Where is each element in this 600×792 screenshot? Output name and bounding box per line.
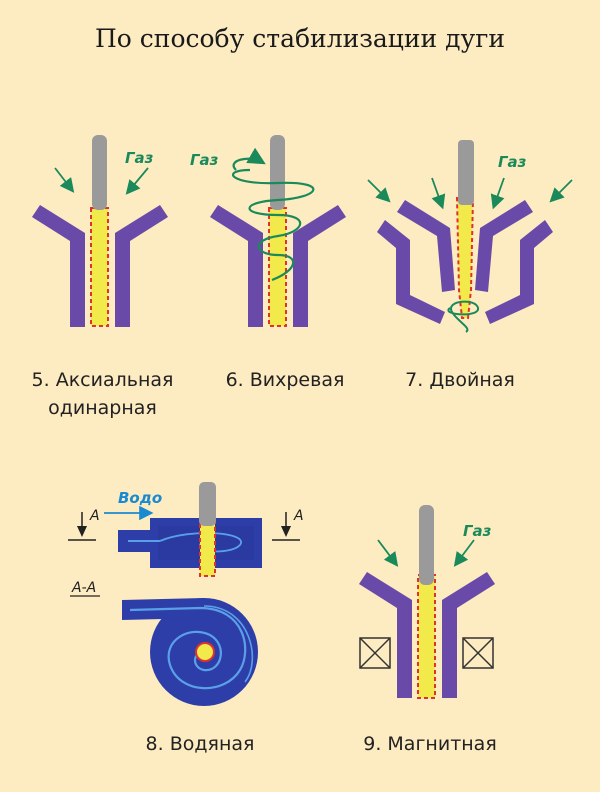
section-aa-label: А-А [71,580,96,596]
nozzle-left [210,205,263,327]
volute-spiral [129,606,247,690]
torch-vortex: Газ [190,135,346,327]
nozzle-left [359,572,412,698]
gas-arrow-left [377,539,399,567]
gas-arrow-3 [490,177,505,210]
volute-arc [195,642,215,662]
electrode [199,482,216,526]
gas-arrow-2 [431,177,446,210]
outer-nozzle-right [485,220,553,324]
torch-water: А А Водо А-А [68,482,304,706]
gas-label: Газ [463,522,492,540]
gas-arrow-right [125,167,149,195]
caption-magnetic: 9. Магнитная [363,733,497,755]
arc-column [90,207,109,327]
gas-label: Газ [125,149,154,167]
torch-axial: Газ [32,135,168,327]
electrode [92,135,107,210]
torch-magnetic: Газ [359,505,495,699]
page-title: По способу стабилизации дуги [94,24,506,53]
nozzle-right [115,205,168,327]
nozzle-right [442,572,495,698]
vortex-swirl [231,168,315,282]
arc-column [417,574,436,699]
inner-nozzle-left [397,200,455,292]
coil-box-icon [359,637,391,669]
arc-column [455,197,475,319]
section-mark-right: А [293,508,304,524]
nozzle-right [293,205,346,327]
gas-arrow-left [54,167,75,193]
caption-vortex: 6. Вихревая [225,369,345,391]
coil-box-icon [462,637,494,669]
electrode [270,135,285,210]
gas-label: Газ [498,153,527,171]
gas-arrow-right [453,539,475,567]
caption-water: 8. Водяная [145,733,255,755]
caption-double: 7. Двойная [405,369,515,391]
gas-label: Газ [190,151,219,169]
electrode [458,140,474,205]
exit-swirl [447,300,479,333]
torch-double: Газ [367,140,573,333]
nozzle-left [32,205,85,327]
section-mark-left: А [89,508,100,524]
arc-column [268,207,287,327]
inner-nozzle-right [475,200,533,292]
gas-arrow-4 [549,179,573,203]
gas-arrow-1 [367,179,391,203]
outer-nozzle-left [377,220,445,324]
vortex-inlet [232,147,266,171]
water-label: Водо [118,489,162,507]
electrode [419,505,434,585]
caption-axial: 5. Аксиальная одинарная [31,369,174,419]
